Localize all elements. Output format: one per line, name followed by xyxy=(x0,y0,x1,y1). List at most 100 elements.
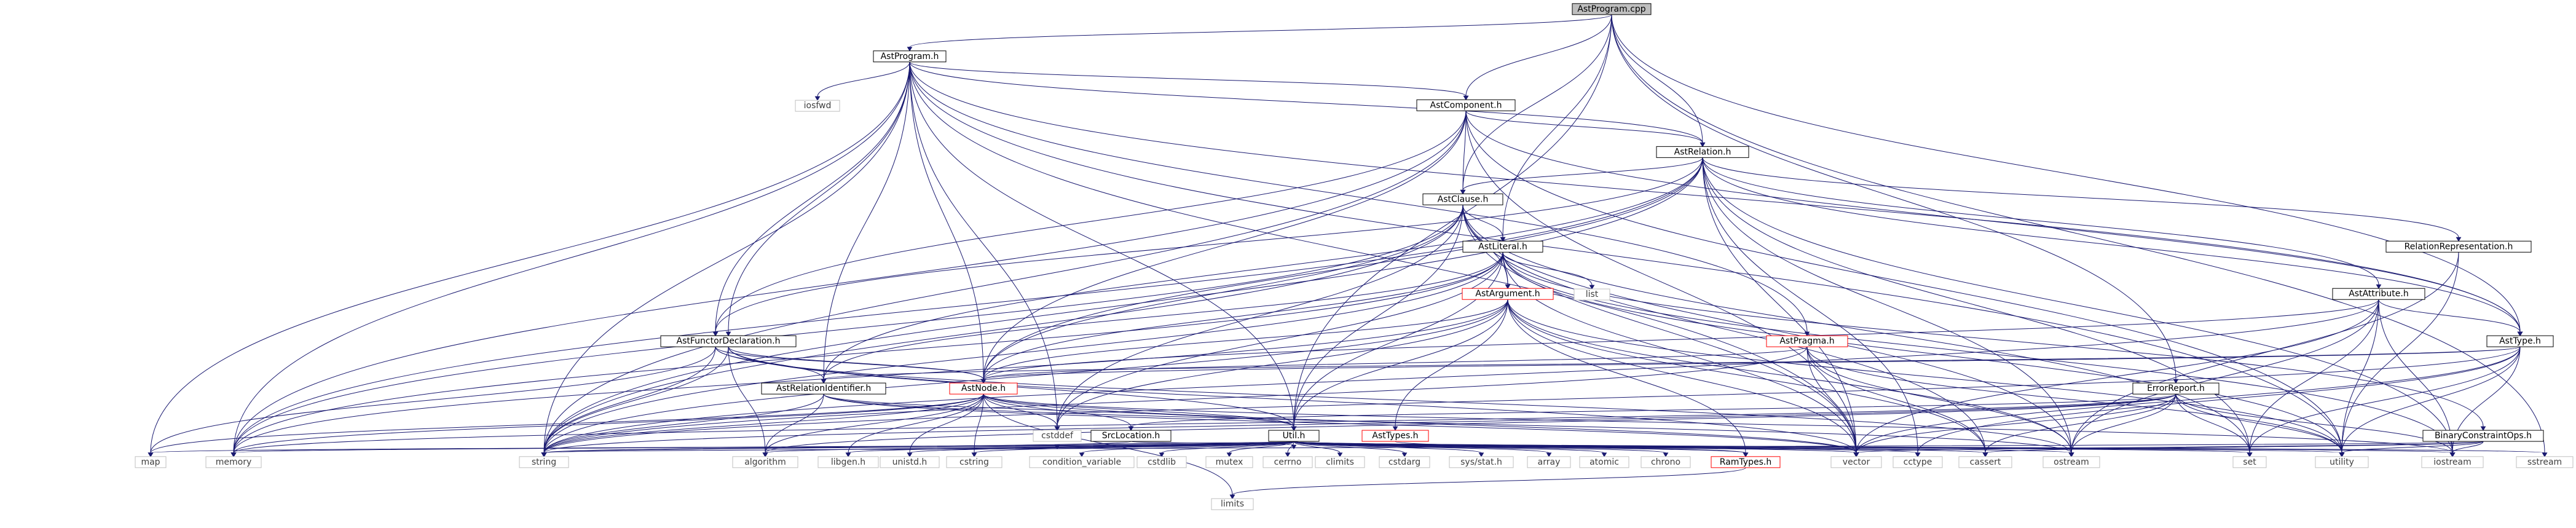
node-asttypes-h[interactable]: AstTypes.h xyxy=(1361,430,1429,442)
include-edge-astprogram_h-to-astfunctordecl_h xyxy=(725,61,910,337)
node-astargument-h[interactable]: AstArgument.h xyxy=(1462,288,1554,300)
node-box xyxy=(1422,193,1503,205)
include-edge-astrelation_h-to-astnode_h xyxy=(980,157,1703,384)
node-label: algorithm xyxy=(744,457,786,467)
include-edge-astrelation_h-to-ostream xyxy=(1702,157,2074,457)
node-box xyxy=(1572,3,1652,15)
node-label: ostream xyxy=(2054,457,2089,467)
edges-layer xyxy=(148,14,2548,500)
node-box xyxy=(1893,456,1943,468)
node-cstdlib: cstdlib xyxy=(1136,456,1187,468)
node-binconstr-h[interactable]: BinaryConstraintOps.h xyxy=(2422,430,2544,442)
node-label: array xyxy=(1538,457,1561,467)
include-edge-util_h-to-cstddef xyxy=(1054,441,1294,450)
node-label: iosfwd xyxy=(804,101,832,111)
node-astclause-h[interactable]: AstClause.h xyxy=(1422,193,1503,205)
node-box xyxy=(1090,430,1172,442)
node-astnode-h[interactable]: AstNode.h xyxy=(949,382,1018,395)
include-edge-util_h-to-memory xyxy=(230,441,1294,457)
include-edge-util_h-to-cstdarg xyxy=(1293,441,1408,457)
node-astpragma-h[interactable]: AstPragma.h xyxy=(1766,335,1848,347)
node-box xyxy=(1527,456,1571,468)
node-astprogram-h[interactable]: AstProgram.h xyxy=(873,50,947,63)
node-astrelid-h[interactable]: AstRelationIdentifier.h xyxy=(761,382,886,395)
node-label: AstNode.h xyxy=(961,384,1006,393)
node-util-h[interactable]: Util.h xyxy=(1268,430,1320,442)
node-label: cerrno xyxy=(1274,457,1302,467)
node-asttype-h[interactable]: AstType.h xyxy=(2486,335,2554,347)
include-edge-astprogram_h-to-astcomponent_h xyxy=(909,61,1469,101)
node-box xyxy=(2132,382,2220,395)
node-box xyxy=(2385,240,2532,253)
node-box xyxy=(135,456,167,468)
include-edge-astrelation_h-to-astio_h xyxy=(712,157,1703,337)
node-label: AstRelationIdentifier.h xyxy=(776,384,871,393)
node-label: chrono xyxy=(1651,457,1680,467)
include-edge-util_h-to-climits xyxy=(1293,441,1343,457)
include-edge-astargument_h-to-asttypes_h xyxy=(1392,299,1508,431)
node-astprogram-cpp[interactable]: AstProgram.cpp xyxy=(1572,3,1652,15)
node-astcomponent-h[interactable]: AstComponent.h xyxy=(1416,99,1516,111)
node-box xyxy=(2042,456,2100,468)
node-ramtypes-h[interactable]: RamTypes.h xyxy=(1711,456,1781,468)
node-label: string xyxy=(532,457,556,467)
node-label: cctype xyxy=(1904,457,1932,467)
node-set: set xyxy=(2232,456,2267,468)
node-label: libgen.h xyxy=(831,457,865,467)
node-box xyxy=(1656,146,1749,158)
node-box xyxy=(2421,456,2484,468)
node-label: vector xyxy=(1843,457,1870,467)
node-cstddef: cstddef xyxy=(1033,430,1082,442)
node-array: array xyxy=(1527,456,1571,468)
include-edge-asttype_h-to-astrelid_h xyxy=(821,346,2521,384)
node-box xyxy=(519,456,569,468)
node-astrelation-h[interactable]: AstRelation.h xyxy=(1656,146,1749,158)
include-edge-astattribute_h-to-asttype_h xyxy=(2378,299,2523,337)
include-edge-astcomponent_h-to-astrelation_h xyxy=(1465,111,1706,148)
node-astfunctordecl-h[interactable]: AstFunctorDeclaration.h xyxy=(660,335,797,347)
include-edge-astprogram_cpp-to-astcomponent_h xyxy=(1463,14,1612,101)
node-label: AstComponent.h xyxy=(1430,100,1502,110)
include-edge-astargument_h-to-cassert xyxy=(1507,299,1988,457)
node-astattribute-h[interactable]: AstAttribute.h xyxy=(2332,288,2425,300)
node-box xyxy=(1315,456,1365,468)
include-edge-asttype_h-to-vector xyxy=(1853,347,2521,457)
node-box xyxy=(2332,288,2425,300)
node-errorreport-h[interactable]: ErrorReport.h xyxy=(2132,382,2220,395)
node-box xyxy=(1205,456,1253,468)
node-label: cstddef xyxy=(1041,431,1074,441)
node-unistd-h: unistd.h xyxy=(880,456,940,468)
include-edge-astcomponent_h-to-string xyxy=(541,111,1467,457)
node-box xyxy=(1033,430,1082,442)
node-label: AstClause.h xyxy=(1438,194,1489,204)
include-edge-astcomponent_h-to-utility xyxy=(1465,111,2345,457)
node-label: memory xyxy=(216,457,252,467)
node-label: AstArgument.h xyxy=(1475,289,1540,299)
node-relrep-h[interactable]: RelationRepresentation.h xyxy=(2385,240,2532,253)
node-box xyxy=(1136,456,1187,468)
include-edge-astrelation_h-to-cctype xyxy=(1702,157,1921,457)
include-edge-util_h-to-cerrno xyxy=(1285,441,1294,457)
include-edge-astprogram_cpp-to-astprogram_h xyxy=(907,14,1612,52)
include-edge-util_h-to-mutex xyxy=(1226,441,1294,457)
node-climits: climits xyxy=(1315,456,1365,468)
node-label: cassert xyxy=(1970,457,2001,467)
node-box xyxy=(1462,240,1543,253)
node-box xyxy=(873,50,947,63)
node-astliteral-h[interactable]: AstLiteral.h xyxy=(1462,240,1543,253)
node-cctype: cctype xyxy=(1893,456,1943,468)
node-label: iostream xyxy=(2433,457,2472,467)
node-box xyxy=(1579,456,1629,468)
node-label: AstProgram.h xyxy=(881,52,939,61)
node-box xyxy=(732,456,798,468)
node-cstring: cstring xyxy=(946,456,1002,468)
include-edge-astliteral_h-to-iostream xyxy=(1502,252,2456,457)
include-edge-astpragma_h-to-ostream xyxy=(1806,347,2074,457)
node-box xyxy=(1262,456,1313,468)
node-label: AstPragma.h xyxy=(1779,336,1834,346)
node-list: list xyxy=(1574,288,1610,301)
node-srclocation-h[interactable]: SrcLocation.h xyxy=(1090,430,1172,442)
node-label: set xyxy=(2243,457,2256,467)
include-edge-astprogram_h-to-astnode_h xyxy=(909,61,987,384)
